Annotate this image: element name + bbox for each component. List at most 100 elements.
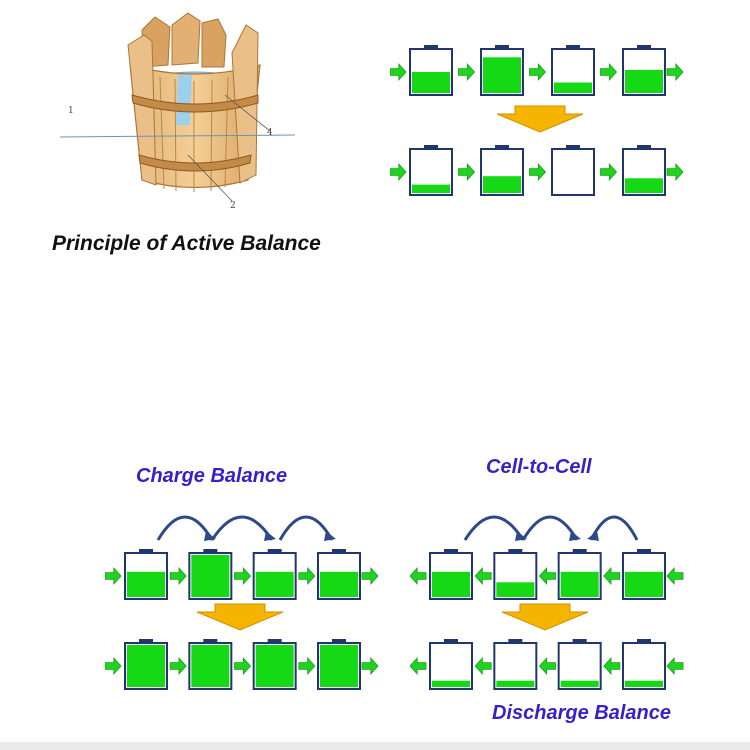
curved-transfer-arrow (589, 515, 639, 541)
battery-terminal (508, 549, 523, 553)
flow-arrow-icon (169, 566, 187, 586)
battery-charge-level (191, 555, 230, 597)
flow-arrow-icon (298, 566, 316, 586)
charge-down-arrow (196, 603, 284, 631)
battery-terminal (444, 639, 458, 643)
curved-transfer-arrow (278, 515, 334, 541)
battery-charge-level (432, 571, 470, 597)
arrowhead-icon (569, 531, 581, 541)
charge-top-group (105, 549, 379, 600)
battery-charge-level (554, 82, 592, 93)
arrowhead-icon (587, 531, 599, 541)
cell-to-cell-title: Cell-to-Cell (486, 456, 592, 478)
battery-terminal (637, 145, 651, 149)
battery-terminal (637, 639, 651, 643)
flow-arrow-icon (458, 162, 476, 182)
battery-terminal (203, 549, 218, 553)
battery-charge-level (483, 176, 521, 193)
c2c-curved-arrows (463, 515, 639, 541)
battery-charge-level (560, 571, 599, 597)
bucket-label-2: 2 (230, 201, 236, 211)
flow-arrow-icon (666, 566, 684, 586)
active-bottom-group (390, 145, 684, 196)
flow-arrow-icon (298, 656, 316, 676)
battery-charge-level (625, 571, 663, 597)
battery-charge-level (320, 571, 358, 597)
battery-charge-level (625, 69, 663, 93)
down-arrow-icon (496, 105, 584, 133)
flow-arrow-icon (538, 656, 556, 676)
battery-terminal (495, 45, 509, 49)
battery-charge-level (625, 680, 663, 687)
c2c-down-arrow (501, 603, 589, 631)
flow-arrow-icon (474, 656, 492, 676)
flow-arrow-icon (234, 566, 252, 586)
battery-charge-level (496, 680, 535, 687)
battery-charge-level (412, 72, 450, 93)
flow-arrow-icon (105, 566, 122, 586)
battery-charge-level (483, 57, 521, 93)
active-top-group (390, 45, 684, 96)
battery-charge-level (191, 645, 230, 687)
principle-caption: Principle of Active Balance (52, 232, 321, 255)
battery-terminal (637, 45, 651, 49)
battery-charge-level (127, 645, 165, 687)
curved-transfer-arrow (521, 515, 579, 541)
battery-charge-level (127, 571, 165, 597)
flow-arrow-icon (361, 656, 379, 676)
battery-terminal (332, 639, 346, 643)
flow-arrow-icon (410, 656, 427, 676)
flow-arrow-icon (390, 162, 407, 182)
battery-terminal (139, 549, 153, 553)
active-down-arrow (496, 105, 584, 133)
battery-charge-level (320, 645, 358, 687)
curved-transfer-arrow (210, 515, 274, 541)
battery-terminal (267, 639, 282, 643)
flow-arrow-icon (600, 62, 618, 82)
battery-terminal (566, 45, 580, 49)
flow-arrow-icon (234, 656, 252, 676)
battery-terminal (267, 549, 282, 553)
battery-terminal (495, 145, 509, 149)
battery-terminal (424, 145, 438, 149)
curved-transfer-arrow (156, 515, 214, 541)
battery-terminal (572, 549, 587, 553)
flow-arrow-icon (529, 162, 547, 182)
charge-balance-title: Charge Balance (136, 465, 288, 487)
flow-arrow-icon (390, 62, 407, 82)
battery-charge-level (560, 680, 599, 687)
battery-charge-level (412, 184, 450, 193)
flow-arrow-icon (603, 566, 621, 586)
battery-charge-level (432, 680, 470, 687)
battery-terminal (203, 639, 218, 643)
curved-transfer-arrow (463, 515, 525, 541)
battery-terminal (572, 639, 587, 643)
charge-bottom-group (105, 639, 379, 690)
flow-arrow-icon (600, 162, 618, 182)
battery-charge-level (255, 645, 294, 687)
battery-terminal (332, 549, 346, 553)
battery-cell (551, 148, 595, 196)
charge-curved-arrows (156, 515, 336, 541)
flow-arrow-icon (474, 566, 492, 586)
battery-charge-level (255, 571, 294, 597)
bucket-illustration: 1 4 2 (60, 12, 296, 211)
c2c-top-group (410, 549, 684, 600)
battery-terminal (424, 45, 438, 49)
flow-arrow-icon (666, 62, 684, 82)
c2c-bottom-group (410, 639, 684, 690)
flow-arrow-icon (361, 566, 379, 586)
down-arrow-icon (501, 603, 589, 631)
battery-terminal (637, 549, 651, 553)
flow-arrow-icon (603, 656, 621, 676)
bottom-bar (0, 742, 750, 750)
bucket-label-4: 4 (267, 128, 273, 138)
battery-terminal (566, 145, 580, 149)
discharge-balance-title: Discharge Balance (492, 702, 671, 724)
flow-arrow-icon (105, 656, 122, 676)
flow-arrow-icon (666, 162, 684, 182)
battery-terminal (508, 639, 523, 643)
flow-arrow-icon (666, 656, 684, 676)
bucket-label-1: 1 (68, 106, 74, 116)
flow-arrow-icon (538, 566, 556, 586)
